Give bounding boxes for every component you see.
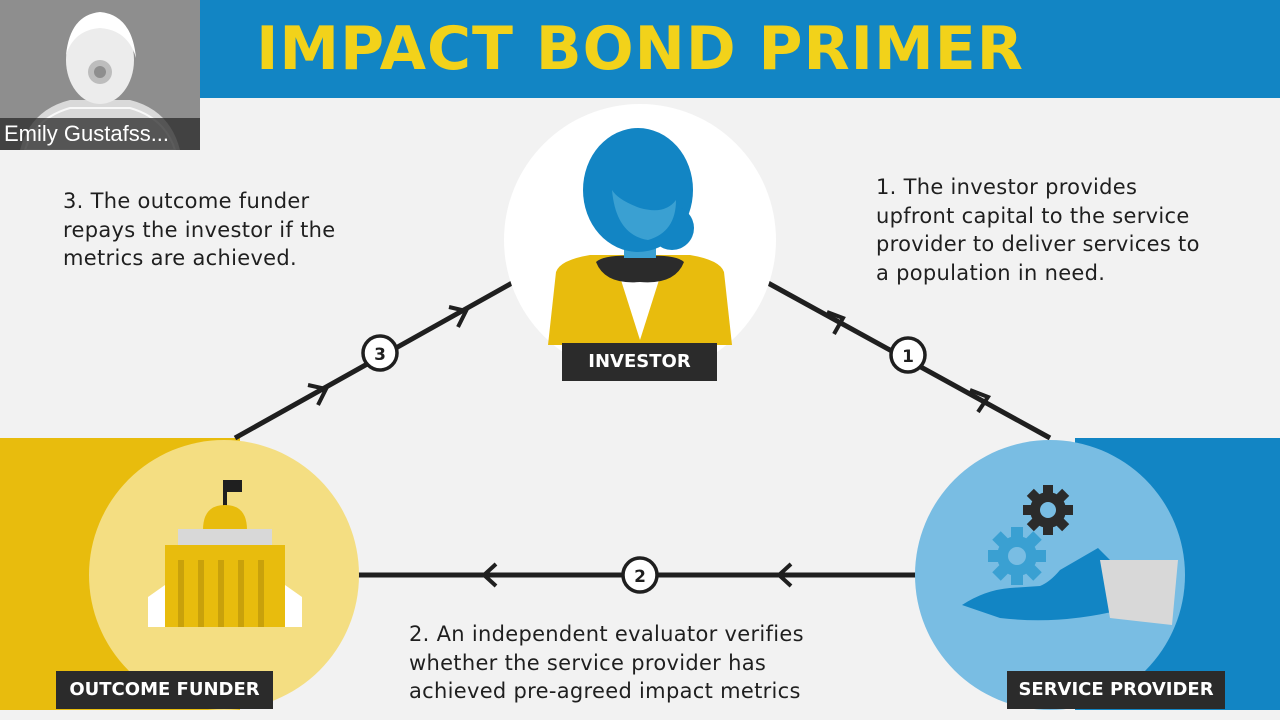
- service-provider-label: SERVICE PROVIDER: [1007, 671, 1225, 709]
- step-3-description: 3. The outcome funder repays the investo…: [63, 189, 336, 270]
- service-provider-circle: [915, 440, 1185, 710]
- blue-gear-icon: [988, 527, 1046, 585]
- step-2-marker: [621, 556, 659, 594]
- dark-gear-icon: [1023, 485, 1073, 535]
- step-1-marker: [889, 336, 927, 374]
- participant-name: Emily Gustafss...: [0, 118, 200, 150]
- arrowhead-3a: [307, 383, 329, 406]
- arrowhead-2a: [481, 562, 498, 588]
- step-2-number: 2: [634, 567, 646, 587]
- arrowhead-3b: [448, 305, 469, 328]
- service-hand-icon: [962, 485, 1178, 625]
- step-3-number: 3: [374, 345, 386, 365]
- outcome-funder-label: OUTCOME FUNDER: [56, 671, 273, 709]
- government-building-icon: [148, 480, 302, 627]
- step-2-description: 2. An independent evaluator verifies whe…: [409, 622, 804, 703]
- title-banner: [200, 0, 1280, 98]
- step-1-description: 1. The investor provides upfront capital…: [876, 175, 1200, 285]
- step-3-marker: [361, 334, 399, 372]
- step-1-number: 1: [902, 347, 914, 367]
- page-title: IMPACT BOND PRIMER: [256, 14, 1024, 84]
- arrowhead-1a: [826, 310, 846, 335]
- bottom-strip: [0, 710, 1280, 720]
- investor-label: INVESTOR: [562, 343, 717, 381]
- arrowhead-1b: [969, 388, 992, 414]
- arrowhead-2b: [776, 562, 793, 588]
- investor-icon: [548, 128, 732, 345]
